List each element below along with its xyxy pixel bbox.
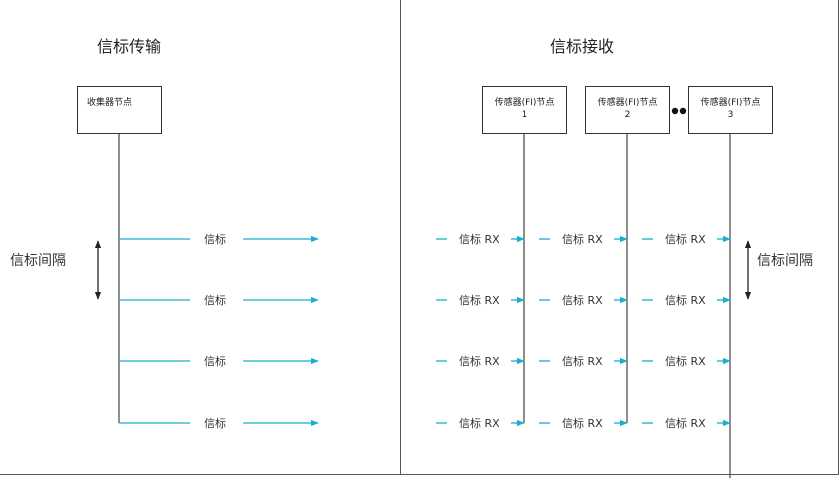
beacon-tx-label: 信标 (204, 417, 226, 430)
beacon-rx-label: 信标 RX (665, 233, 706, 246)
beacon-rx-label: 信标 RX (665, 355, 706, 368)
beacon-tx-label: 信标 (204, 294, 226, 307)
panel-divider (400, 0, 401, 475)
ellipsis-dot (679, 107, 687, 115)
beacon-tx-label: 信标 (204, 355, 226, 368)
beacon-rx-label: 信标 RX (562, 294, 603, 307)
right-panel-title: 信标接收 (550, 37, 615, 56)
left-interval-label: 信标间隔 (10, 253, 66, 269)
beacon-rx-label: 信标 RX (562, 355, 603, 368)
sensor-node-2-line2: 2 (624, 110, 631, 120)
beacon-rx-label: 信标 RX (459, 233, 500, 246)
beacon-rx-label: 信标 RX (459, 417, 500, 430)
left-panel-title: 信标传输 (97, 37, 162, 56)
beacon-rx-label: 信标 RX (459, 294, 500, 307)
beacon-rx-label: 信标 RX (665, 294, 706, 307)
beacon-rx-label: 信标 RX (562, 417, 603, 430)
sensor-node-3: 传感器(FI)节点 3 (688, 86, 773, 134)
beacon-tx-label: 信标 (204, 233, 226, 246)
beacon-rx-label: 信标 RX (459, 355, 500, 368)
right-interval-label: 信标间隔 (757, 253, 813, 269)
collector-node: 收集器节点 (77, 86, 162, 134)
ellipsis-dot (671, 107, 679, 115)
beacon-rx-label: 信标 RX (562, 233, 603, 246)
collector-node-label: 收集器节点 (87, 98, 133, 108)
sensor-node-1-line1: 传感器(FI)节点 (494, 98, 555, 108)
beacon-rx-label: 信标 RX (665, 417, 706, 430)
sensor-node-3-line2: 3 (727, 110, 734, 120)
sensor-node-2: 传感器(FI)节点 2 (585, 86, 670, 134)
sensor-node-3-line1: 传感器(FI)节点 (700, 98, 761, 108)
sensor-node-1: 传感器(FI)节点 1 (482, 86, 567, 134)
sensor-node-1-line2: 1 (521, 110, 528, 120)
sensor-node-2-line1: 传感器(FI)节点 (597, 98, 658, 108)
